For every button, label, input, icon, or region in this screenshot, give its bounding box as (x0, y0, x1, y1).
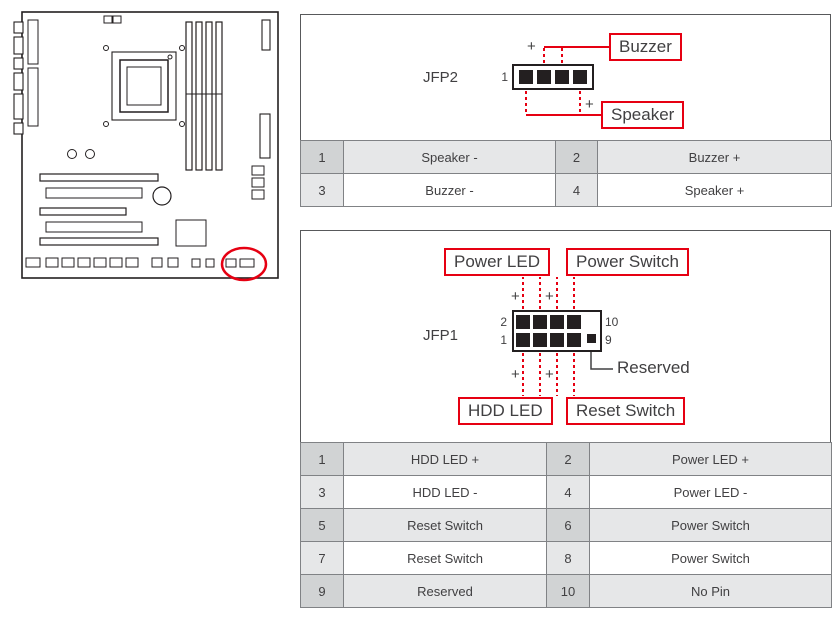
pin-function-cell: Reset Switch (343, 508, 547, 542)
pin-number-cell: 5 (300, 508, 344, 542)
mounting-hole-2 (85, 149, 95, 159)
pin-function-cell: Speaker - (343, 140, 556, 174)
power-switch-plus-sign: + (545, 288, 554, 305)
table-row: 5 Reset Switch 6 Power Switch (300, 508, 832, 542)
pin-number-cell: 10 (546, 574, 590, 608)
jfp1-connector-label: JFP1 (423, 327, 459, 344)
power-switch-callout: Power Switch (566, 248, 689, 276)
pin-function-cell: Power LED - (589, 475, 832, 509)
connector-location-highlight (220, 246, 268, 282)
pin-function-cell: Power Switch (589, 541, 832, 575)
speaker-plus-sign: + (585, 96, 594, 113)
jfp2-panel: JFP2 1 + + Buzzer Speaker 1 Speaker - 2 … (300, 14, 832, 207)
jfp1-pin1-number: 1 (500, 333, 507, 347)
pin-function-cell: Power LED + (589, 442, 832, 476)
pin-function-cell: Reserved (343, 574, 547, 608)
rear-io-ports (13, 19, 39, 135)
cpu-power-header (103, 15, 113, 24)
pin-function-cell: Buzzer - (343, 173, 556, 207)
dimm-slots (185, 21, 223, 171)
table-row: 7 Reset Switch 8 Power Switch (300, 541, 832, 575)
pin-function-cell: Speaker + (597, 173, 832, 207)
mounting-hole (67, 149, 77, 159)
jfp1-diagram: JFP1 2 1 10 9 + + + + Power LED Power Sw… (301, 231, 830, 437)
jfp1-panel: JFP1 2 1 10 9 + + + + Power LED Power Sw… (300, 230, 832, 608)
jfp2-pin1-number: 1 (501, 70, 508, 84)
reset-switch-callout: Reset Switch (566, 397, 686, 425)
jfp1-pin-table: 1 HDD LED + 2 Power LED + 3 HDD LED - 4 … (300, 442, 832, 608)
hdd-led-callout: HDD LED (458, 397, 553, 425)
pin-number-cell: 6 (546, 508, 590, 542)
right-edge-header (261, 19, 271, 51)
cpu-socket (103, 45, 185, 127)
jfp1-header-drawing (512, 277, 613, 396)
pin-number-cell: 3 (300, 173, 344, 207)
jfp1-pin2-number: 2 (500, 315, 507, 329)
jfp2-header-drawing (512, 46, 609, 116)
table-row: 3 Buzzer - 4 Speaker + (300, 173, 832, 207)
reset-switch-plus-sign: + (545, 366, 554, 383)
bottom-headers (25, 257, 255, 268)
reserved-pointer-line (590, 350, 613, 370)
cpu-power-header-2 (112, 15, 122, 24)
cmos-battery (152, 186, 172, 206)
table-row: 3 HDD LED - 4 Power LED - (300, 475, 832, 509)
pin-function-cell: Reset Switch (343, 541, 547, 575)
pin-number-cell: 3 (300, 475, 344, 509)
reserved-pin (587, 334, 596, 343)
expansion-slots (39, 173, 159, 246)
jfp2-pin-table: 1 Speaker - 2 Buzzer + 3 Buzzer - 4 Spea… (300, 140, 832, 207)
power-led-callout: Power LED (444, 248, 550, 276)
pin-number-cell: 1 (300, 140, 344, 174)
jfp1-pin9-number: 9 (605, 333, 612, 347)
pin-number-cell: 2 (555, 140, 598, 174)
pin-function-cell: No Pin (589, 574, 832, 608)
pin-function-cell: Buzzer + (597, 140, 832, 174)
pin-number-cell: 7 (300, 541, 344, 575)
jfp1-pin10-number: 10 (605, 315, 619, 329)
pin-function-cell: HDD LED - (343, 475, 547, 509)
pin-number-cell: 4 (555, 173, 598, 207)
pin-number-cell: 2 (546, 442, 590, 476)
sata-ports (251, 165, 265, 200)
reserved-label: Reserved (617, 358, 690, 377)
motherboard-diagram (12, 6, 294, 295)
table-row: 1 HDD LED + 2 Power LED + (300, 442, 832, 476)
jfp2-diagram: JFP2 1 + + Buzzer Speaker (301, 15, 830, 141)
pin-number-cell: 9 (300, 574, 344, 608)
speaker-callout: Speaker (601, 101, 685, 129)
pin-function-cell: HDD LED + (343, 442, 547, 476)
pin-function-cell: Power Switch (589, 508, 832, 542)
jfp2-connector-label: JFP2 (423, 69, 459, 86)
power-led-plus-sign: + (511, 288, 520, 305)
pin-number-cell: 8 (546, 541, 590, 575)
buzzer-plus-sign: + (527, 38, 536, 55)
atx-power-connector (259, 113, 271, 159)
pin-number-cell: 4 (546, 475, 590, 509)
chipset (175, 219, 207, 247)
buzzer-callout: Buzzer (609, 33, 682, 61)
hdd-led-plus-sign: + (511, 366, 520, 383)
table-row: 1 Speaker - 2 Buzzer + (300, 140, 832, 174)
table-row: 9 Reserved 10 No Pin (300, 574, 832, 608)
pin-number-cell: 1 (300, 442, 344, 476)
